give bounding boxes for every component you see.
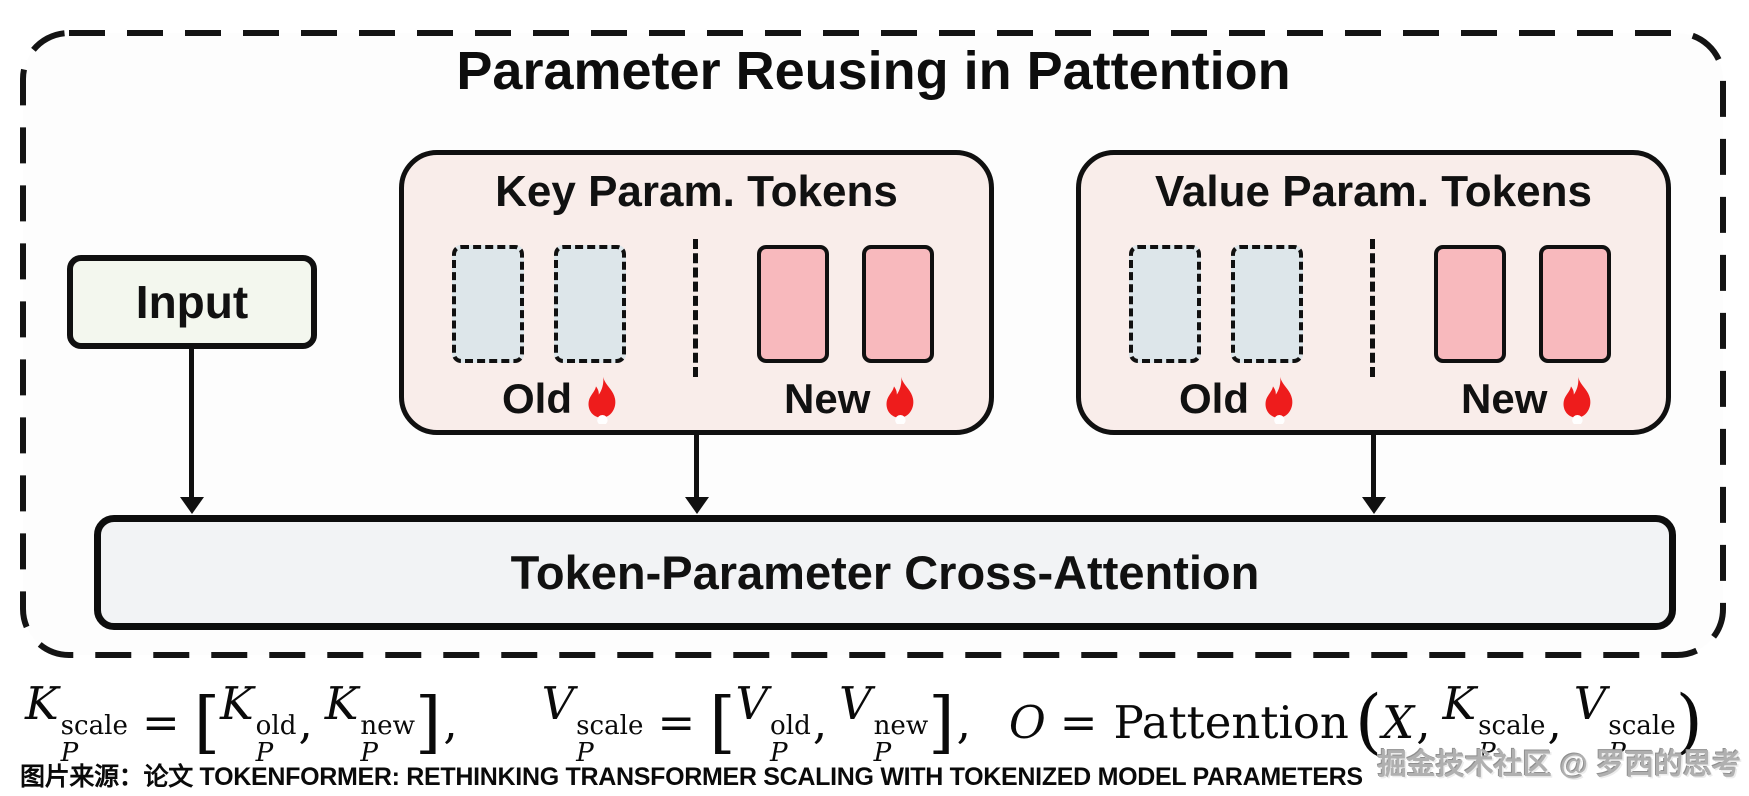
input-box: Input <box>67 255 317 349</box>
value-arrow <box>1371 435 1376 500</box>
value-old-token-2 <box>1231 245 1303 363</box>
key-new-label-group: New <box>784 371 920 427</box>
input-arrow <box>189 349 194 500</box>
math-comma: , <box>298 695 313 749</box>
math-equals: = <box>1059 695 1098 749</box>
key-new-token-1 <box>757 245 829 363</box>
source-caption: 图片来源：论文 TOKENFORMER: RETHINKING TRANSFOR… <box>20 763 1363 791</box>
value-old-token-1 <box>1129 245 1201 363</box>
key-arrow <box>694 435 699 500</box>
math-output-o: O <box>1008 695 1046 749</box>
math-comma: , <box>1547 695 1562 749</box>
input-arrow-head <box>180 497 204 514</box>
cross-attention-box: Token-Parameter Cross-Attention <box>94 515 1676 630</box>
value-box-title: Value Param. Tokens <box>1155 167 1592 216</box>
value-new-token-2 <box>1539 245 1611 363</box>
math-equals: = <box>141 695 180 749</box>
key-new-label: New <box>784 375 871 422</box>
watermark: 掘金技术社区 @ 罗西的思考 <box>1377 749 1741 781</box>
value-old-new-divider <box>1370 239 1375 377</box>
key-old-label-group: Old <box>502 371 622 427</box>
key-box-title: Key Param. Tokens <box>495 167 898 216</box>
value-arrow-head <box>1362 497 1386 514</box>
math-comma: , <box>812 695 828 749</box>
flame-icon <box>1563 376 1591 424</box>
value-new-token-1 <box>1434 245 1506 363</box>
key-param-tokens-box: Key Param. Tokens Old New <box>399 150 994 435</box>
value-param-tokens-box: Value Param. Tokens Old New <box>1076 150 1671 435</box>
flame-icon <box>886 376 914 424</box>
key-old-token-1 <box>452 245 524 363</box>
cross-attention-label: Token-Parameter Cross-Attention <box>510 546 1260 599</box>
math-comma: , <box>956 695 971 749</box>
key-old-token-2 <box>554 245 626 363</box>
value-new-label: New <box>1461 375 1548 422</box>
key-old-new-divider <box>693 239 698 377</box>
flame-icon <box>588 376 616 424</box>
key-old-label: Old <box>502 375 572 422</box>
value-old-label-group: Old <box>1179 371 1299 427</box>
math-equals: = <box>657 695 696 749</box>
math-comma: , <box>443 695 458 749</box>
key-arrow-head <box>685 497 709 514</box>
math-input-x: X <box>1382 695 1415 749</box>
value-old-label: Old <box>1179 375 1249 422</box>
figure-title: Parameter Reusing in Pattention <box>456 41 1291 101</box>
input-label: Input <box>135 276 249 328</box>
flame-icon <box>1265 376 1293 424</box>
key-new-token-2 <box>862 245 934 363</box>
math-comma: , <box>1416 695 1431 749</box>
value-new-label-group: New <box>1461 371 1597 427</box>
math-pattention: Pattention <box>1113 695 1349 749</box>
